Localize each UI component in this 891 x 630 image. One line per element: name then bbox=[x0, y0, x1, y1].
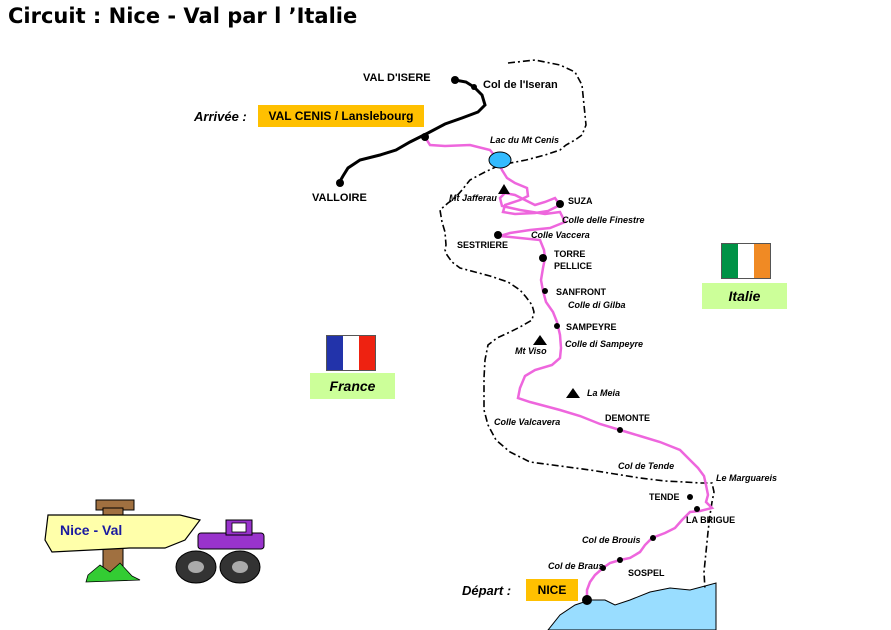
italy-flag-icon bbox=[721, 243, 771, 279]
route-france bbox=[337, 78, 487, 184]
place-col-tende: Col de Tende bbox=[618, 461, 675, 471]
place-lac-mt-cenis: Lac du Mt Cenis bbox=[490, 135, 560, 145]
sea bbox=[547, 582, 717, 630]
country-border bbox=[439, 59, 715, 591]
place-colle-valcavera: Colle Valcavera bbox=[494, 417, 561, 427]
dot-col-braus bbox=[600, 565, 606, 571]
dot-demonte bbox=[617, 427, 623, 433]
dot-tende bbox=[687, 494, 693, 500]
place-col-brouis: Col de Brouis bbox=[582, 535, 641, 545]
dot-torre-pellice bbox=[539, 254, 547, 262]
signpost-icon bbox=[44, 499, 202, 583]
dot-val-cenis bbox=[421, 133, 429, 141]
place-tende: TENDE bbox=[649, 492, 680, 502]
place-sampeyre: SAMPEYRE bbox=[566, 322, 617, 332]
flag-band bbox=[738, 244, 754, 278]
place-val-disere: VAL D'ISERE bbox=[363, 72, 431, 84]
place-valloire: VALLOIRE bbox=[312, 192, 367, 204]
place-torre-pellice-line2: PELLICE bbox=[554, 261, 593, 271]
dot-sanfront bbox=[542, 288, 548, 294]
page-title: Circuit : Nice - Val par l ’Italie bbox=[8, 4, 358, 28]
place-colle-gilba: Colle di Gilba bbox=[568, 300, 626, 310]
peak-la-meia-icon bbox=[566, 388, 580, 398]
arrival-prefix: Arrivée : bbox=[194, 109, 247, 124]
dot-la-brigue bbox=[694, 506, 700, 512]
place-le-marguareis: Le Marguareis bbox=[716, 473, 778, 483]
dot-nice bbox=[582, 595, 592, 605]
flag-band bbox=[327, 336, 343, 370]
place-mt-jafferau: Mt Jafferau bbox=[449, 193, 497, 203]
country-label-france: France bbox=[310, 373, 395, 399]
peak-mt-viso-icon bbox=[533, 335, 547, 345]
place-torre-pellice-line1: TORRE bbox=[554, 249, 586, 259]
lake-mt-cenis bbox=[488, 151, 512, 169]
place-colle-finestre: Colle delle Finestre bbox=[562, 215, 645, 225]
dot-sestriere bbox=[494, 231, 502, 239]
flag-band bbox=[754, 244, 770, 278]
flag-band bbox=[359, 336, 375, 370]
departure-label: NICE bbox=[526, 579, 578, 601]
town-markers bbox=[336, 76, 700, 605]
france-flag-icon bbox=[326, 335, 376, 371]
place-sospel: SOSPEL bbox=[628, 568, 665, 578]
departure-prefix: Départ : bbox=[462, 583, 512, 598]
monster-truck-icon bbox=[175, 519, 265, 584]
place-la-meia: La Meia bbox=[587, 388, 621, 398]
place-sestriere: SESTRIERE bbox=[457, 240, 509, 250]
peak-markers bbox=[498, 184, 580, 398]
flag-band bbox=[722, 244, 738, 278]
place-mt-viso: Mt Viso bbox=[515, 346, 547, 356]
arrival-label: VAL CENIS / Lanslebourg bbox=[258, 105, 424, 127]
flag-band bbox=[343, 336, 359, 370]
route-italy bbox=[423, 136, 715, 600]
dot-sampeyre bbox=[554, 323, 560, 329]
place-colle-vaccera: Colle Vaccera bbox=[531, 230, 590, 240]
dot-valloire bbox=[336, 179, 344, 187]
peak-mt-jafferau-icon bbox=[498, 184, 510, 194]
place-col-braus: Col de Braus bbox=[548, 561, 604, 571]
place-sanfront: SANFRONT bbox=[556, 287, 606, 297]
place-colle-sampeyre: Colle di Sampeyre bbox=[565, 339, 644, 349]
dot-val-disere bbox=[451, 76, 459, 84]
dot-sospel bbox=[617, 557, 623, 563]
place-demonte: DEMONTE bbox=[605, 413, 650, 423]
dot-col-brouis bbox=[650, 535, 656, 541]
place-suza: SUZA bbox=[568, 196, 593, 206]
signpost-text: Nice - Val bbox=[60, 522, 123, 538]
place-la-brigue: LA BRIGUE bbox=[686, 515, 736, 525]
dot-suza bbox=[556, 200, 564, 208]
dot-col-iseran bbox=[471, 84, 477, 90]
country-label-italy: Italie bbox=[702, 283, 787, 309]
place-col-iseran: Col de l'Iseran bbox=[483, 79, 558, 91]
